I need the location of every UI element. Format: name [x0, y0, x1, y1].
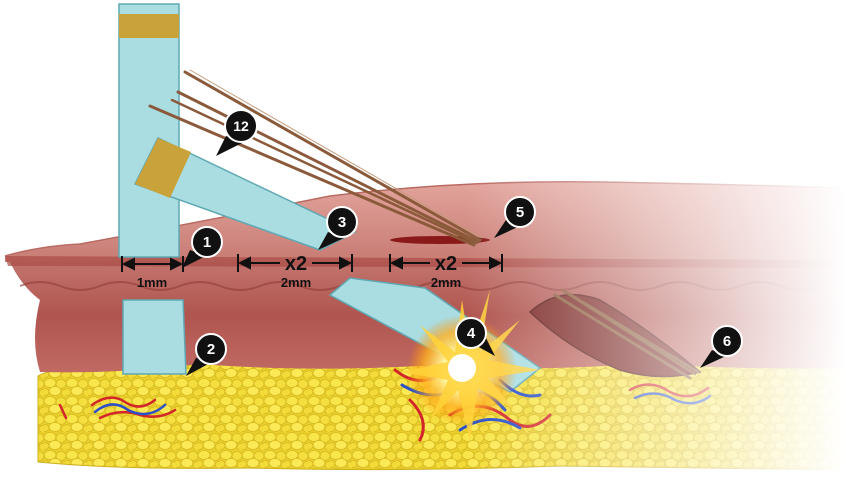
multiplier-1: x2 [285, 253, 307, 275]
marker-12-label: 12 [233, 118, 249, 134]
marker-1-label: 1 [203, 234, 211, 251]
measure-2-label: 2mm [281, 275, 311, 290]
marker-3: 3 [318, 206, 358, 250]
marker-1: 1 [182, 226, 223, 268]
marker-2-label: 2 [207, 341, 215, 358]
marker-3-label: 3 [338, 214, 346, 231]
marker-5-label: 5 [516, 204, 524, 221]
measure-2 [237, 254, 353, 272]
marker-5: 5 [494, 196, 536, 238]
marker-4: 4 [455, 317, 495, 356]
measure-1 [121, 256, 184, 272]
marker-12: 12 [216, 109, 258, 156]
marker-2: 2 [186, 333, 227, 376]
marker-6-label: 6 [723, 333, 731, 350]
measure-1-label: 1mm [137, 275, 167, 290]
marker-6: 6 [700, 325, 743, 368]
measure-3-label: 2mm [431, 275, 461, 290]
measure-3 [389, 254, 503, 272]
marker-4-label: 4 [467, 325, 476, 342]
multiplier-2: x2 [435, 253, 457, 275]
